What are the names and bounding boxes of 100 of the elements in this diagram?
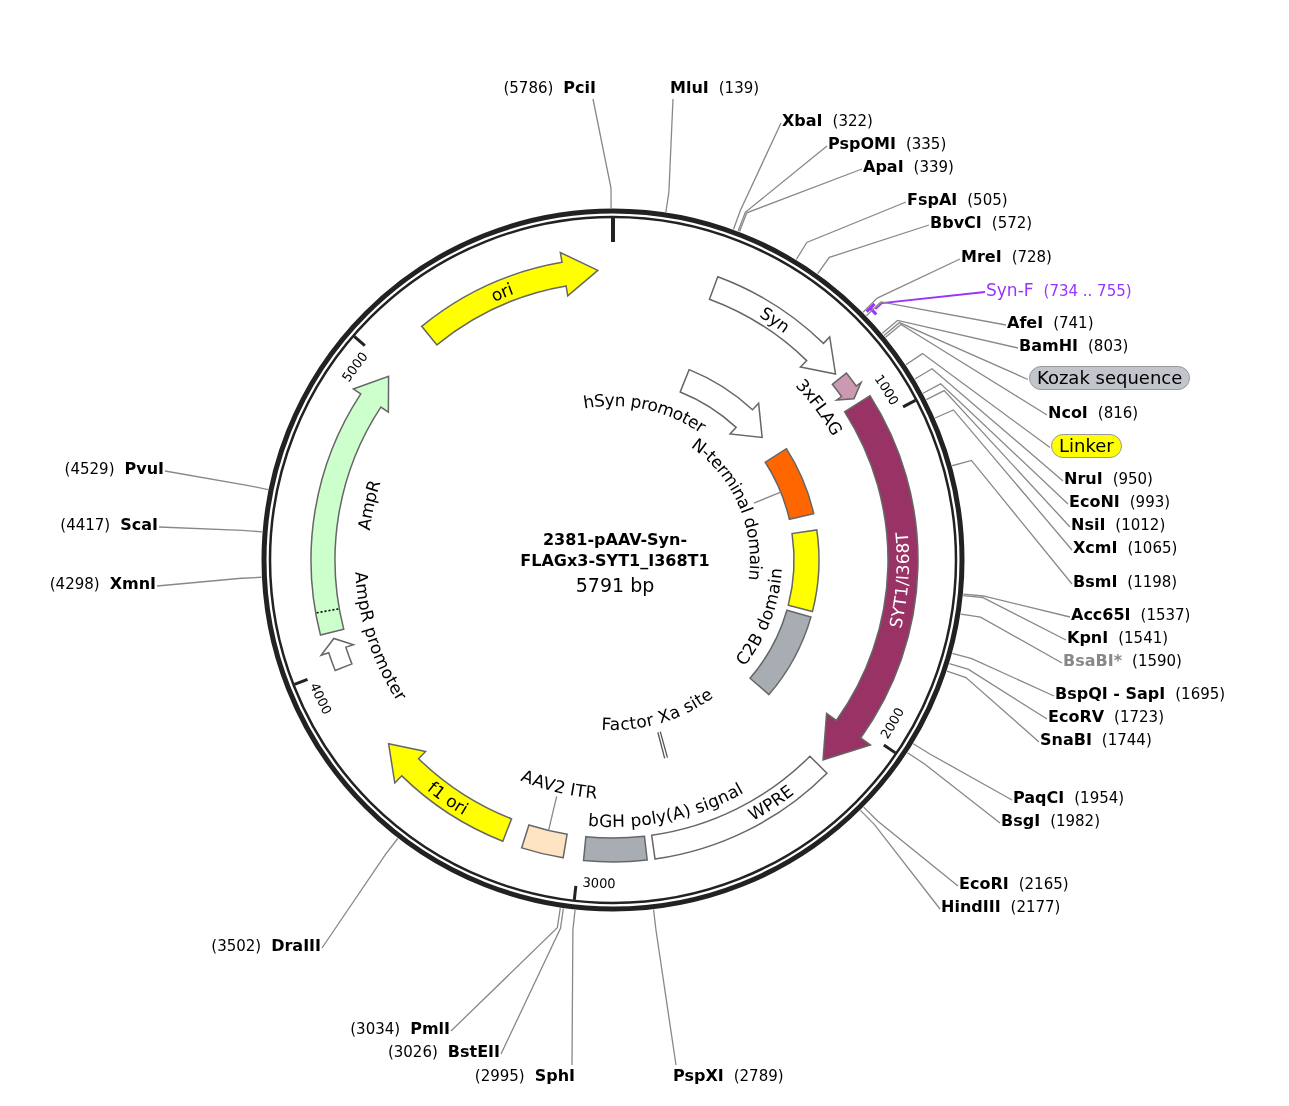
leader-line [738, 168, 863, 233]
enzyme-name: NruI [1064, 469, 1103, 488]
leader-line [881, 319, 1019, 349]
leader-line [592, 98, 612, 209]
feature-tag: Linker [1051, 433, 1122, 458]
enzyme-name: XbaI [782, 111, 823, 130]
enzyme-name: ScaI [120, 515, 158, 534]
enzyme-name: Acc65I [1071, 605, 1131, 624]
cut-position: (339) [913, 158, 954, 176]
leader-line [962, 593, 1071, 618]
leader-line [905, 352, 1051, 449]
cut-position: (728) [1011, 248, 1052, 266]
feature-label: f1 ori [424, 777, 472, 819]
enzyme-name: NsiI [1071, 515, 1106, 534]
enzyme-name: FspAI [907, 190, 958, 209]
cut-position: (1744) [1101, 731, 1152, 749]
cut-position: (4298) [49, 575, 100, 593]
cut-position: (1954) [1074, 789, 1125, 807]
cut-position: (2995) [474, 1067, 525, 1085]
enzyme-name: ApaI [863, 157, 904, 176]
feature-tag: Kozak sequence [1029, 365, 1191, 390]
feature-label: AAV2 ITR [518, 765, 599, 803]
cut-position: (3502) [211, 937, 262, 955]
leader-line [732, 122, 782, 230]
feature-block [787, 529, 820, 613]
leader-line [795, 201, 907, 261]
leader-line [962, 594, 1067, 641]
leader-line [884, 323, 1048, 416]
enzyme-name: BsmI [1073, 572, 1118, 591]
enzyme-name: BsgI [1001, 811, 1041, 830]
enzyme-name: PmlI [410, 1019, 450, 1038]
cut-position: (816) [1097, 404, 1139, 422]
cut-position: (1537) [1140, 606, 1191, 624]
enzyme-name: SphI [534, 1066, 575, 1085]
plasmid-size: 5791 bp [575, 574, 655, 596]
cut-position: (3034) [350, 1020, 401, 1038]
enzyme-name: BstEII [447, 1042, 500, 1061]
cut-position: (335) [905, 135, 947, 153]
feature-label: ori [487, 278, 516, 306]
leader-line [737, 145, 828, 232]
enzyme-name: BamHI [1019, 336, 1078, 355]
cut-position: (505) [967, 191, 1008, 209]
leader-line [922, 383, 1069, 505]
enzyme-name: BbvCI [930, 213, 982, 232]
leader-line [863, 806, 959, 887]
cut-position: (4529) [64, 460, 115, 478]
enzyme-name: EcoNI [1069, 492, 1120, 511]
leader-line [951, 459, 1073, 585]
leader-line [571, 909, 576, 1066]
cut-position: (741) [1053, 314, 1094, 332]
enzyme-name: PvuI [124, 459, 164, 478]
feature-label: Syn [756, 302, 794, 337]
leader-line [164, 470, 269, 491]
enzyme-name: BspQI - SapI [1055, 684, 1166, 703]
enzyme-name: EcoRI [959, 874, 1009, 893]
feature-block [764, 447, 815, 521]
cut-position: (1723) [1114, 708, 1164, 726]
enzyme-name: DraIII [271, 936, 321, 955]
leader-line [874, 291, 986, 311]
feature-label: Factor Xa site [601, 683, 717, 735]
enzyme-name: PaqCI [1013, 788, 1065, 807]
cut-position: (1065) [1127, 539, 1178, 557]
leader-line [321, 837, 399, 949]
enzyme-name: XcmI [1073, 538, 1118, 557]
cut-position: (803) [1088, 337, 1129, 355]
cut-position: (2789) [733, 1067, 784, 1085]
enzyme-name: MreI [961, 247, 1002, 266]
leader-line [547, 795, 558, 832]
leader-line [906, 752, 1001, 824]
leader-line [817, 224, 930, 275]
leader-line [934, 409, 1073, 551]
enzyme-name: MluI [670, 78, 709, 97]
cut-position: (950) [1112, 470, 1153, 488]
enzyme-name: NcoI [1048, 403, 1088, 422]
cut-position: (3026) [387, 1043, 438, 1061]
feature-block [520, 824, 568, 859]
primer-name: Syn-F [986, 280, 1034, 300]
leader-line [665, 98, 674, 213]
cut-position: (572) [991, 214, 1033, 232]
leader-line [960, 613, 1063, 664]
leader-line [914, 367, 1064, 482]
enzyme-name: PciI [563, 78, 596, 97]
enzyme-name: EcoRV [1048, 707, 1105, 726]
cut-position: (1695) [1175, 685, 1226, 703]
cut-position: (1541) [1118, 629, 1169, 647]
plasmid-name: 2381-pAAV-Syn-FLAGx3-SYT1_I368T1 [519, 529, 711, 571]
scale-number: 3000 [581, 874, 616, 891]
cut-position: (2165) [1018, 875, 1069, 893]
enzyme-name: HindIII [941, 897, 1001, 916]
leader-line [158, 526, 263, 533]
cut-position: (1012) [1115, 516, 1166, 534]
leader-line [450, 907, 561, 1032]
leader-line [951, 652, 1055, 697]
leader-line [753, 491, 782, 504]
primer-range: (734 .. 755) [1043, 282, 1132, 300]
cut-position: (1982) [1050, 812, 1100, 830]
enzyme-name: KpnI [1067, 628, 1109, 647]
cut-position: (4417) [60, 516, 111, 534]
cut-position: (993) [1129, 493, 1171, 511]
leader-line [859, 809, 941, 910]
